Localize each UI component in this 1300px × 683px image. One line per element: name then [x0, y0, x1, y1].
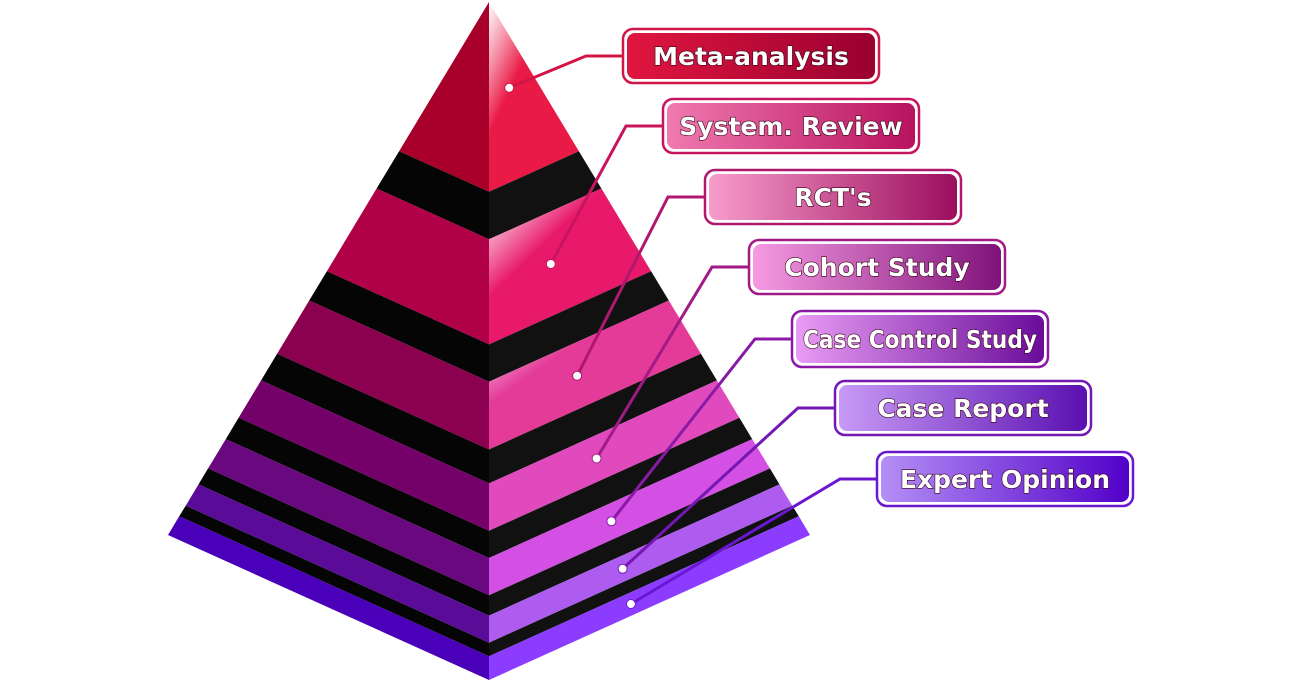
- connector-dot-4: [591, 453, 602, 464]
- pyramid-level-4-left-face: [238, 380, 489, 531]
- pyramid-band-5-right: [489, 468, 780, 616]
- label-text-2: System. Review: [679, 112, 902, 141]
- pyramid-level-3-right-face: [489, 300, 701, 450]
- pyramid-level-6-right-face: [489, 484, 793, 643]
- pyramid-band-3-right: [489, 353, 717, 484]
- pyramid-connectors: [504, 54, 880, 609]
- pyramid-level-2-left-face: [326, 188, 489, 345]
- pyramid-level-5-left-face: [208, 439, 489, 596]
- connector-dot-7: [625, 599, 636, 609]
- connector-dot-5: [606, 516, 617, 527]
- connector-dot-6: [617, 563, 628, 574]
- label-badge-7: [881, 456, 1129, 502]
- connector-dot-2: [545, 259, 556, 269]
- connector-line-1: [508, 54, 626, 90]
- connector-dot-3: [572, 370, 583, 381]
- label-text-6: Case Report: [877, 394, 1048, 423]
- label-text-1: Meta-analysis: [653, 42, 849, 71]
- label-text-4: Cohort Study: [784, 253, 969, 282]
- pyramid-band-1-left: [376, 151, 489, 240]
- connector-line-4: [595, 265, 752, 460]
- pyramid-level-5-right-face: [489, 439, 770, 596]
- pyramid-level-6-left-face: [185, 484, 489, 643]
- pyramid-band-2-left: [309, 271, 489, 382]
- pyramid-band-2-right: [489, 271, 669, 382]
- pyramid-band-4-left: [225, 417, 490, 558]
- label-badge-3: [709, 174, 957, 220]
- label-badge-4: [753, 244, 1001, 290]
- pyramid-band-1-right: [489, 151, 602, 240]
- pyramid-level-4-right-face: [489, 380, 740, 531]
- connector-line-2: [549, 124, 666, 265]
- pyramid-band-6-left: [179, 505, 489, 657]
- connector-line-6: [621, 406, 838, 570]
- label-text-3: RCT's: [794, 183, 871, 212]
- pyramid-band-3-left: [261, 353, 489, 484]
- label-badge-1: [627, 33, 875, 79]
- pyramid-level-3-left-face: [277, 300, 489, 450]
- label-badge-5: [796, 315, 1044, 363]
- label-text-7: Expert Opinion: [900, 465, 1110, 494]
- pyramid-band-4-right: [489, 417, 753, 558]
- pyramid-band-5-left: [198, 468, 489, 616]
- pyramid-level-1-right-face: [489, 2, 579, 192]
- connector-line-7: [630, 477, 880, 606]
- label-badge-6: [839, 385, 1087, 431]
- connector-line-3: [575, 195, 708, 377]
- label-badge-2: [667, 103, 915, 149]
- label-text-5: Case Control Study: [803, 325, 1037, 354]
- pyramid-level-7-left-face: [168, 516, 489, 680]
- pyramid-faces: [168, 2, 810, 680]
- connector-line-5: [610, 337, 795, 523]
- pyramid-level-7-right-face: [489, 516, 810, 680]
- pyramid-band-6-right: [489, 505, 799, 657]
- pyramid-level-2-right-face: [489, 188, 652, 345]
- pyramid-level-1-left-face: [399, 2, 489, 192]
- connector-dot-1: [504, 82, 515, 93]
